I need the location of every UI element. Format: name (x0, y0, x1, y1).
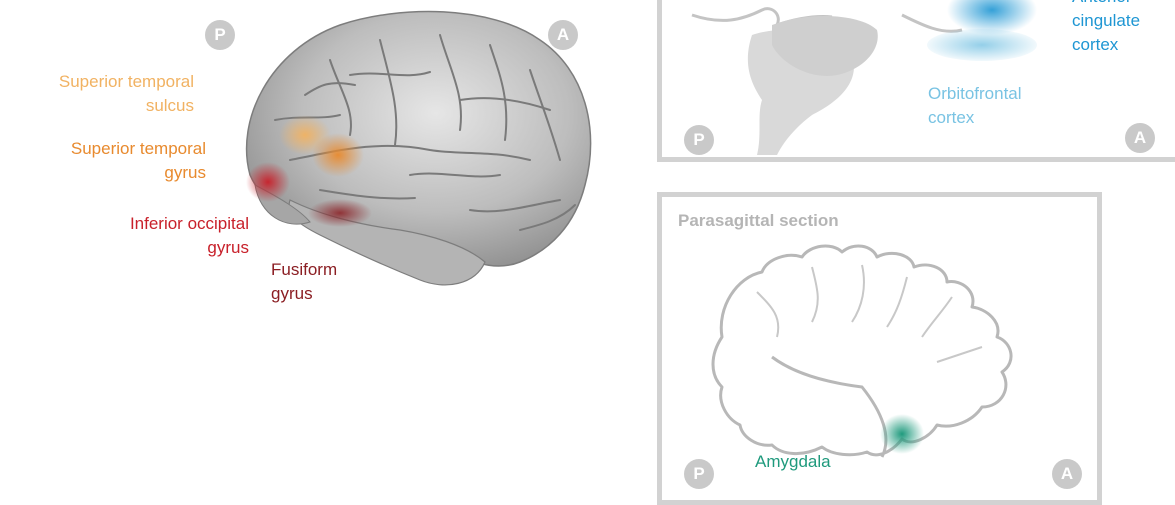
acc-label-line3: cortex (1072, 33, 1140, 57)
ofc-activation (927, 29, 1037, 61)
iog-label: Inferior occipital gyrus (0, 212, 249, 260)
fg-label-line1: Fusiform (271, 258, 337, 282)
stg-activation (312, 133, 364, 177)
ofc-label-line1: Orbitofrontal (928, 82, 1022, 106)
parasagittal-posterior-badge: P (684, 459, 714, 489)
stg-label: Superior temporal gyrus (0, 137, 206, 185)
fg-activation (308, 199, 372, 227)
parasagittal-illustration (662, 197, 1097, 500)
sts-label: Superior temporal sulcus (0, 70, 194, 118)
acc-label: Anterior cingulate cortex (1072, 0, 1140, 57)
acc-label-line2: cingulate (1072, 9, 1140, 33)
acc-label-line1: Anterior (1072, 0, 1140, 9)
iog-label-line1: Inferior occipital (0, 212, 249, 236)
parasagittal-panel: Parasagittal section P A Amygdala (657, 192, 1102, 505)
amygdala-label: Amygdala (755, 450, 831, 474)
medial-anterior-badge: A (1125, 123, 1155, 153)
stg-label-line1: Superior temporal (0, 137, 206, 161)
ofc-label-line2: cortex (928, 106, 1022, 130)
sts-label-line1: Superior temporal (0, 70, 194, 94)
stg-label-line2: gyrus (0, 161, 206, 185)
sts-label-line2: sulcus (0, 94, 194, 118)
medial-posterior-badge: P (684, 125, 714, 155)
iog-label-line2: gyrus (0, 236, 249, 260)
medial-section-panel: P A Anterior cingulate cortex Orbitofron… (657, 0, 1175, 162)
amygdala-activation (880, 414, 924, 454)
iog-activation (246, 162, 290, 202)
ofc-label: Orbitofrontal cortex (928, 82, 1022, 130)
parasagittal-anterior-badge: A (1052, 459, 1082, 489)
fg-label: Fusiform gyrus (271, 258, 337, 306)
fg-label-line2: gyrus (271, 282, 337, 306)
anterior-badge: A (548, 20, 578, 50)
posterior-badge: P (205, 20, 235, 50)
